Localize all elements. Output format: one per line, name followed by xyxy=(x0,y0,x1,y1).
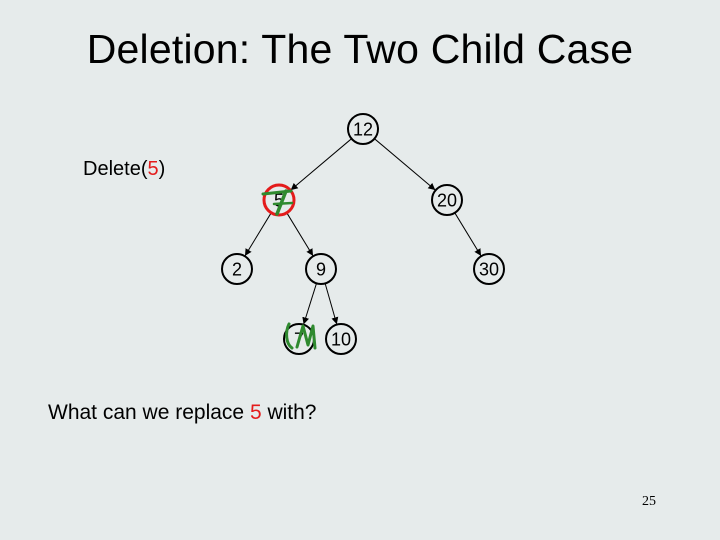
tree-node-label: 12 xyxy=(353,120,373,140)
tree-node-circle xyxy=(221,253,253,285)
handwritten-annotation-7 xyxy=(261,189,294,216)
delete-suffix: ) xyxy=(158,158,166,180)
tree-node: 2 xyxy=(221,253,253,285)
tree-edge xyxy=(454,212,482,256)
tree-edge xyxy=(324,283,339,325)
delete-prefix: Delete( xyxy=(83,158,148,180)
tree-node-label: 20 xyxy=(437,191,457,211)
delete-label: Delete(5) xyxy=(83,158,165,181)
slide-title: Deletion: The Two Child Case xyxy=(86,26,634,72)
tree-node-label: 5 xyxy=(274,191,284,211)
question-text: What can we replace 5 with? xyxy=(48,401,316,425)
tree-node-circle xyxy=(473,253,505,285)
tree-edge xyxy=(286,212,314,256)
question-suffix: with? xyxy=(261,401,317,424)
tree-node-label: 9 xyxy=(316,260,326,280)
question-prefix: What can we replace xyxy=(48,401,250,424)
tree-node-circle xyxy=(325,323,357,355)
tree-node-circle xyxy=(262,183,296,217)
delete-value: 5 xyxy=(147,158,159,180)
tree-node: 9 xyxy=(305,253,337,285)
tree-node: 5 xyxy=(262,183,296,217)
tree-edge xyxy=(290,138,352,191)
tree-edge xyxy=(244,212,272,256)
tree-node: 30 xyxy=(473,253,505,285)
tree-node-label: 10 xyxy=(331,330,351,350)
tree-edge xyxy=(374,138,436,191)
tree-node-circle xyxy=(347,113,379,145)
question-value: 5 xyxy=(249,401,262,424)
page-number: 25 xyxy=(642,494,656,509)
tree-node-circle xyxy=(305,253,337,285)
tree-edge xyxy=(302,283,317,325)
tree-node: 10 xyxy=(325,323,357,355)
tree-node-circle xyxy=(431,184,463,216)
tree-node-label: 2 xyxy=(232,260,242,280)
tree-node: 12 xyxy=(347,113,379,145)
tree-edges xyxy=(244,138,482,325)
tree-node-label: 30 xyxy=(479,260,499,280)
handwritten-annotation-scribble xyxy=(285,322,317,350)
tree-node: 20 xyxy=(431,184,463,216)
